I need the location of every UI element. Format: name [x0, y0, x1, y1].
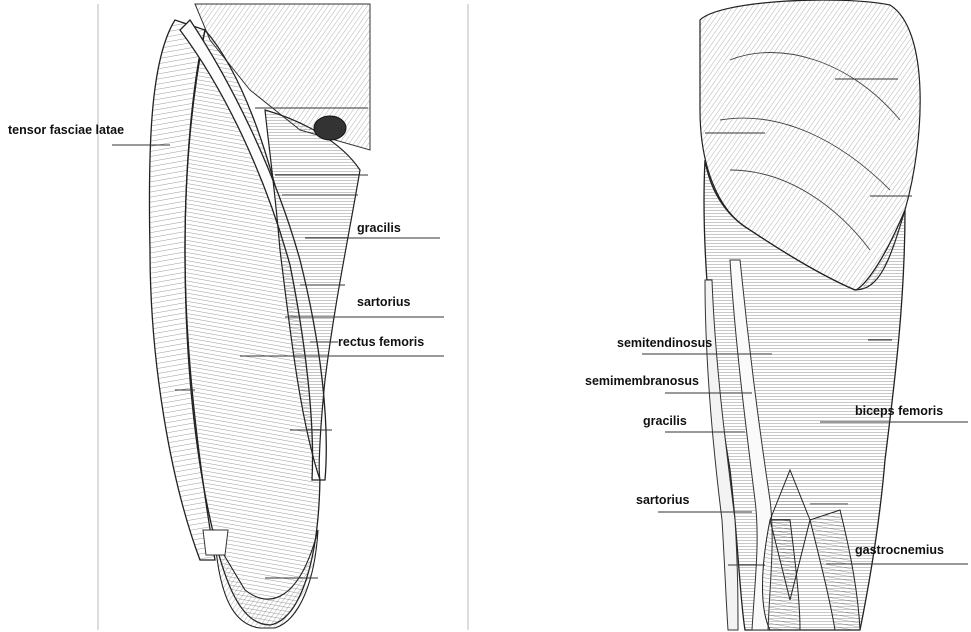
label-posterior-gracilis: gracilis: [643, 414, 687, 428]
label-semimembranosus: semimembranosus: [585, 374, 699, 388]
label-posterior-sartorius: sartorius: [636, 493, 690, 507]
label-tensor-fasciae-latae: tensor fasciae latae: [8, 123, 124, 137]
label-biceps-femoris: biceps femoris: [855, 404, 943, 418]
label-rectus-femoris: rectus femoris: [338, 335, 424, 349]
posterior-thigh-illustration: [642, 0, 968, 630]
label-semitendinosus: semitendinosus: [617, 336, 712, 350]
label-anterior-gracilis: gracilis: [357, 221, 401, 235]
label-anterior-sartorius: sartorius: [357, 295, 411, 309]
label-gastrocnemius: gastrocnemius: [855, 543, 944, 557]
anterior-thigh-illustration: [98, 4, 468, 630]
